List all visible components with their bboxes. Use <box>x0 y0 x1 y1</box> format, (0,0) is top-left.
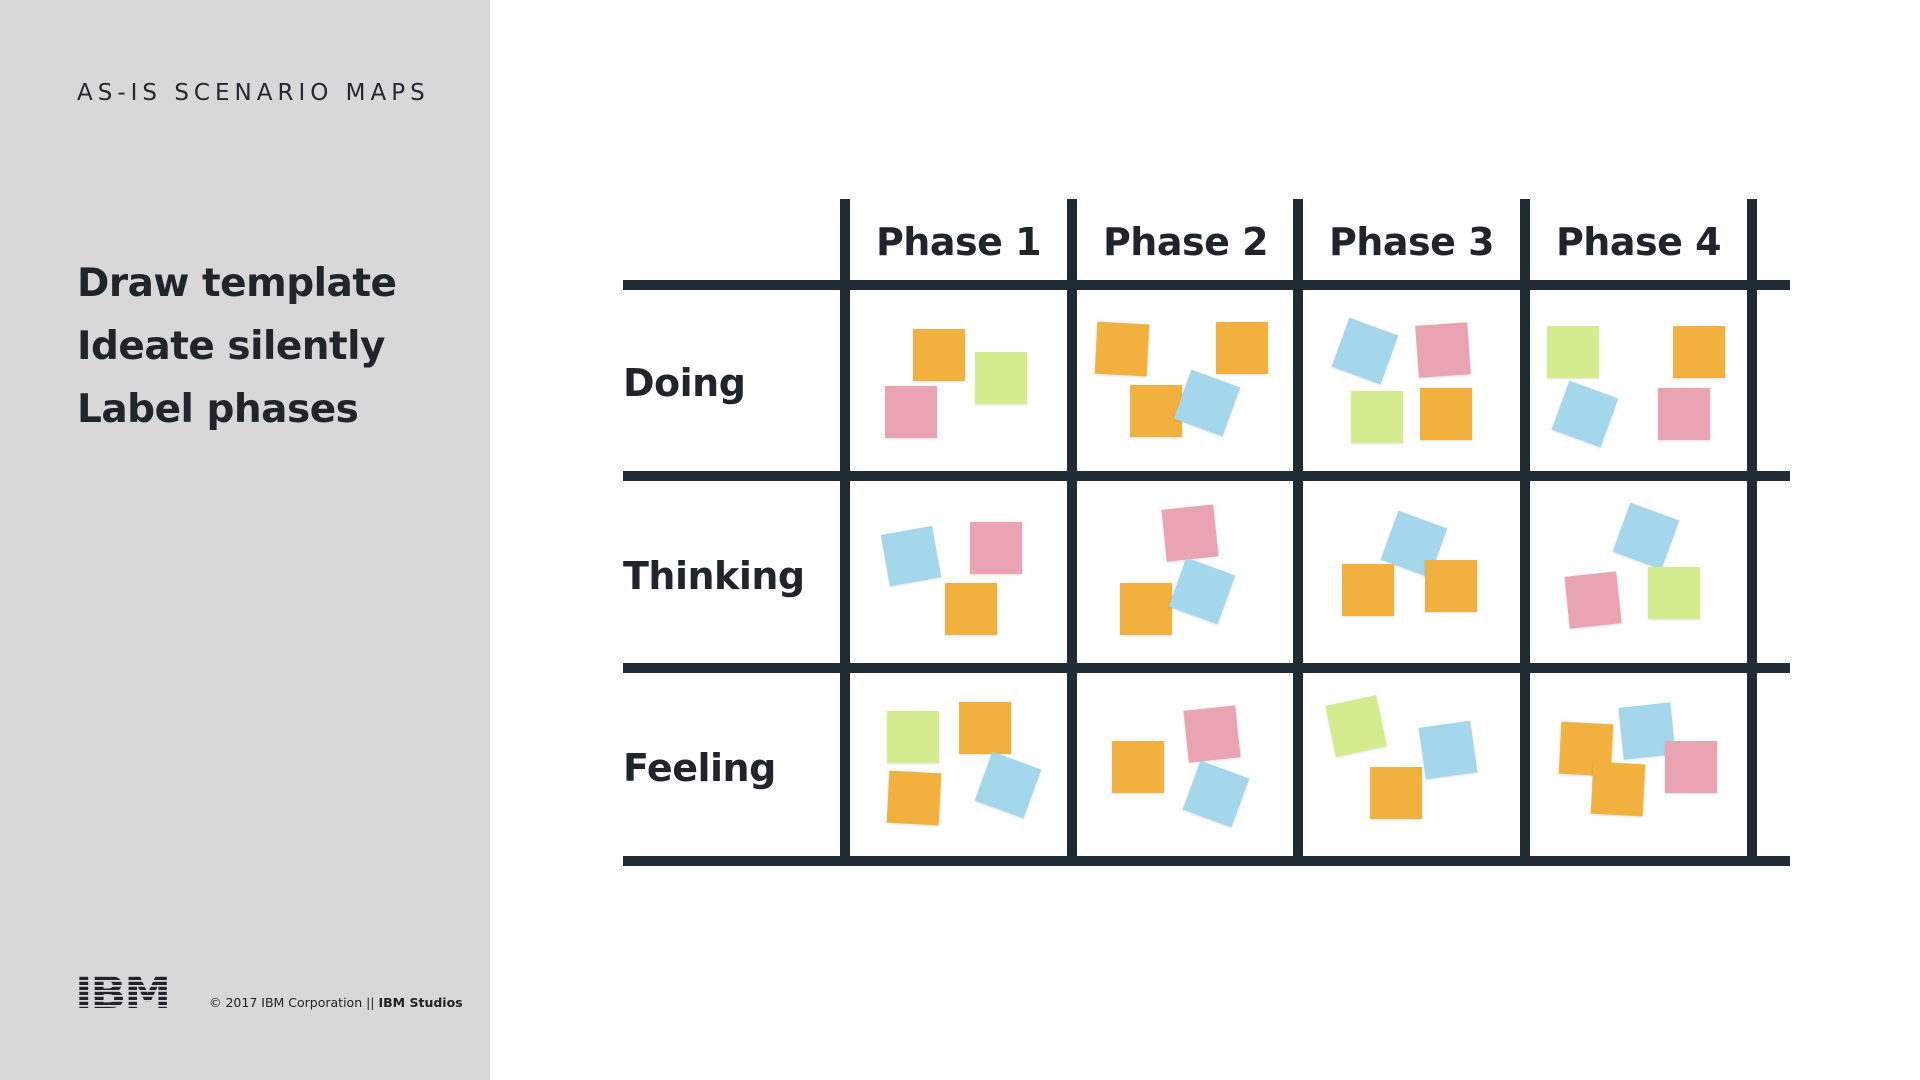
phase-header: Phase 1 <box>875 220 1042 264</box>
sticky-note-pink <box>1415 322 1471 378</box>
footer-studio: IBM Studios <box>378 995 463 1010</box>
sticky-note-blue <box>1168 557 1236 625</box>
sticky-note-blue <box>1380 510 1448 578</box>
sticky-note-blue <box>1173 369 1241 437</box>
footer: © 2017 IBM Corporation || IBM Studios <box>209 995 463 1010</box>
row-label-doing: Doing <box>623 361 746 405</box>
sticky-note-green <box>1547 326 1599 378</box>
sticky-note-orange <box>1130 385 1182 437</box>
sticky-note-orange <box>945 583 997 635</box>
svg-text:IBM: IBM <box>75 971 169 1011</box>
sidebar: AS-IS SCENARIO MAPS Draw template Ideate… <box>0 0 490 1080</box>
sticky-note-pink <box>1183 705 1241 763</box>
step-item: Label phases <box>77 387 359 432</box>
sticky-note-orange <box>1420 388 1472 440</box>
sticky-note-pink <box>1665 741 1717 793</box>
phase-header: Phase 4 <box>1555 220 1722 264</box>
phase-header: Phase 2 <box>1102 220 1269 264</box>
ibm-logo: IBM <box>75 968 171 1019</box>
sticky-note-blue <box>880 525 942 587</box>
sticky-note-orange <box>886 770 942 826</box>
sticky-note-orange <box>1370 767 1422 819</box>
ibm-logo-icon: IBM <box>75 968 171 1019</box>
sticky-note-blue <box>1331 317 1399 385</box>
sticky-note-orange <box>1120 583 1172 635</box>
grid-line-h <box>623 663 1790 673</box>
sticky-note-pink <box>1564 571 1622 629</box>
grid-line-h <box>623 280 1790 290</box>
steps-list: Draw template Ideate silently Label phas… <box>77 252 397 441</box>
grid-line-v <box>840 199 850 866</box>
step-item: Ideate silently <box>77 324 385 369</box>
sticky-note-green <box>1648 567 1700 619</box>
row-label-feeling: Feeling <box>623 746 776 790</box>
sticky-note-orange <box>1673 326 1725 378</box>
grid-line-h <box>623 471 1790 481</box>
sticky-note-pink <box>1161 504 1219 562</box>
sticky-note-orange <box>913 329 965 381</box>
sticky-note-orange <box>1216 322 1268 374</box>
sticky-note-green <box>975 352 1027 404</box>
grid-line-v <box>1067 199 1077 866</box>
grid-line-v <box>1293 199 1303 866</box>
sticky-note-orange <box>1112 741 1164 793</box>
sticky-note-blue <box>1551 380 1619 448</box>
sticky-note-orange <box>1425 560 1477 612</box>
sticky-note-green <box>1351 391 1403 443</box>
sticky-note-orange <box>1094 321 1150 377</box>
sticky-note-pink <box>885 386 937 438</box>
sticky-note-orange <box>959 702 1011 754</box>
row-label-thinking: Thinking <box>623 554 805 598</box>
grid-line-v <box>1747 199 1757 866</box>
sticky-note-blue <box>1182 760 1250 828</box>
footer-copyright: © 2017 IBM Corporation || <box>209 995 375 1010</box>
grid-line-v <box>1520 199 1530 866</box>
sticky-note-blue <box>1418 720 1478 780</box>
sticky-note-orange <box>1590 761 1646 817</box>
sticky-note-orange <box>1342 564 1394 616</box>
sticky-note-pink <box>1658 388 1710 440</box>
sticky-note-blue <box>1618 702 1676 760</box>
sticky-note-green <box>887 711 939 763</box>
step-item: Draw template <box>77 261 397 306</box>
section-eyebrow: AS-IS SCENARIO MAPS <box>77 80 430 106</box>
sticky-note-green <box>1325 695 1387 757</box>
sticky-note-orange <box>1558 721 1614 777</box>
sticky-note-blue <box>974 751 1042 819</box>
grid-line-h <box>623 856 1790 866</box>
phase-header: Phase 3 <box>1328 220 1495 264</box>
sticky-note-pink <box>970 522 1022 574</box>
sticky-note-blue <box>1612 502 1680 570</box>
